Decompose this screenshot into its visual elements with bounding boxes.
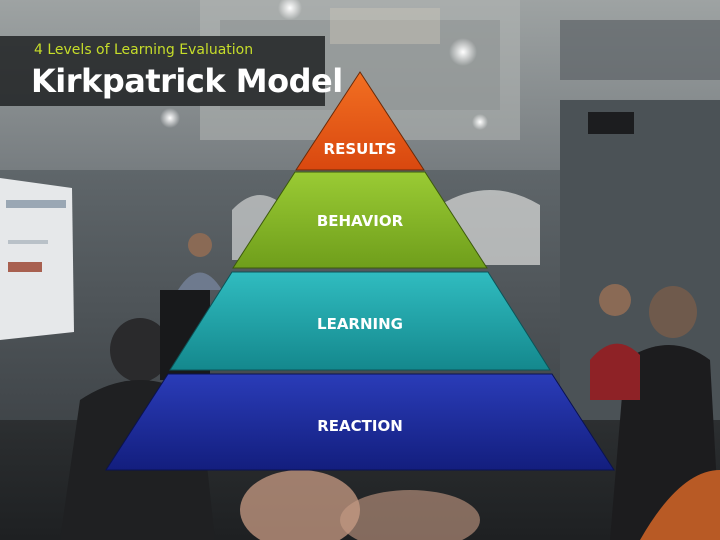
level-label-learning: LEARNING [317,315,403,333]
level-label-behavior: BEHAVIOR [317,212,404,230]
slide-subtitle: 4 Levels of Learning Evaluation [34,42,254,58]
pyramid-level-results: RESULTS [295,71,425,171]
pyramid-level-reaction: REACTION [105,373,615,471]
level-label-reaction: REACTION [317,417,403,435]
pyramid-level-behavior: BEHAVIOR [232,171,488,269]
level-label-results: RESULTS [324,140,397,158]
title-box: 4 Levels of Learning Evaluation Kirkpatr… [0,36,343,106]
slide-title: Kirkpatrick Model [31,62,343,100]
pyramid-level-learning: LEARNING [169,271,551,371]
